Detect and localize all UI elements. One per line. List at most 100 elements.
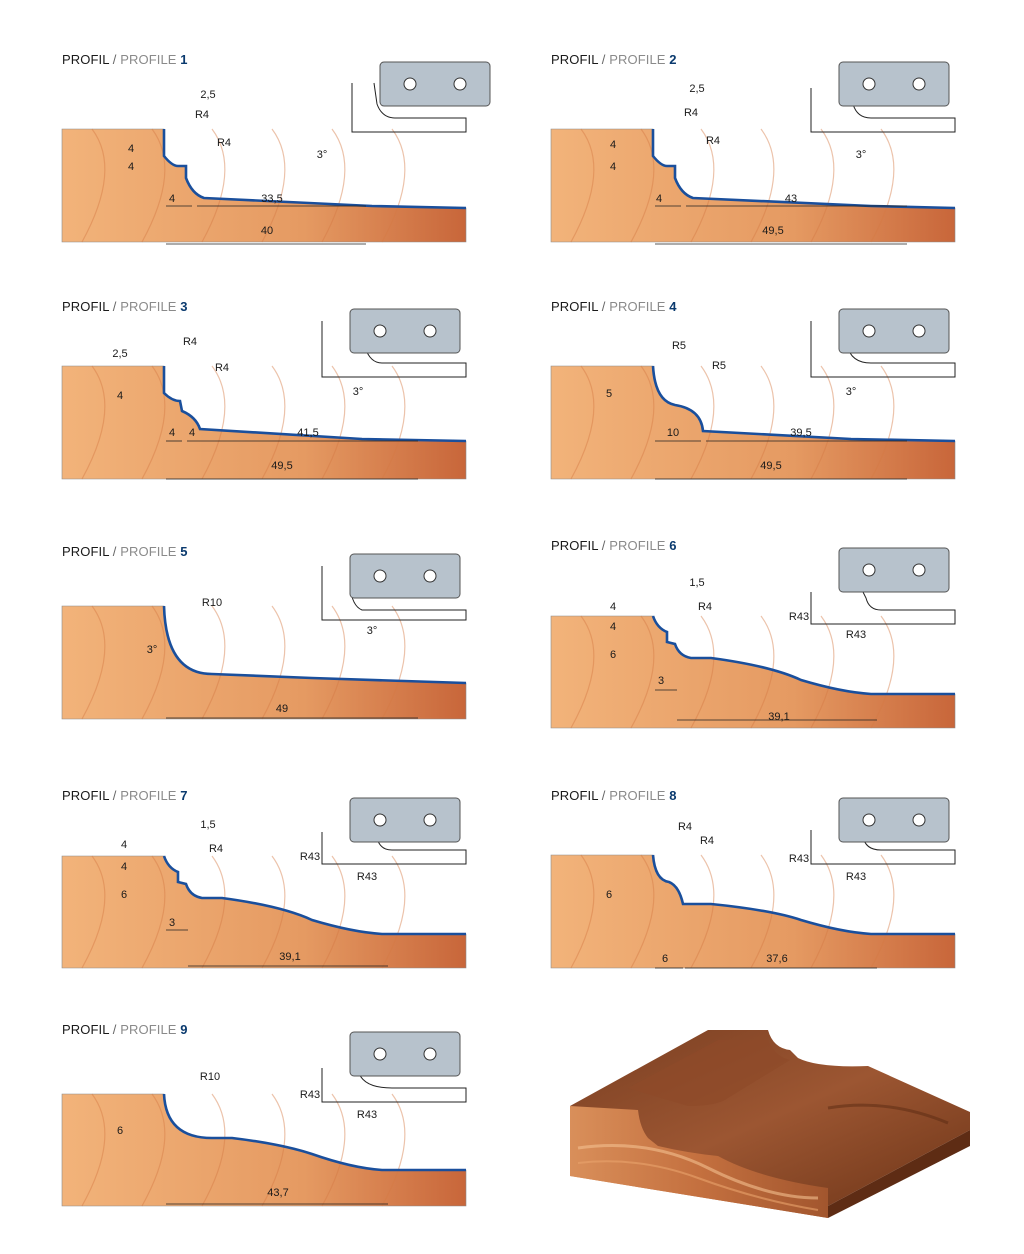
cutter-screw-icon xyxy=(403,77,417,91)
profile-number: 7 xyxy=(180,788,188,803)
cutter-screw-icon xyxy=(912,77,926,91)
dimension-label: 3 xyxy=(658,675,664,687)
wood-block xyxy=(61,605,467,720)
cutter-outline xyxy=(351,82,467,133)
wood-grain-line xyxy=(201,128,226,243)
wood-grain-line xyxy=(690,365,715,480)
wood-grain-line xyxy=(141,855,166,969)
wood-grain-line xyxy=(381,1093,406,1207)
dimension-label: R10 xyxy=(202,597,222,609)
wood-grain-line xyxy=(201,365,226,480)
dimension-label: 3 xyxy=(169,917,175,929)
cutter-screw-icon xyxy=(912,324,926,338)
wood-block xyxy=(550,854,956,969)
dimension-label: 40 xyxy=(261,225,273,237)
dimension-label: R4 xyxy=(217,137,231,149)
wood-grain-line xyxy=(690,615,715,729)
dimension-label: 2,5 xyxy=(200,89,215,101)
dimension-label: 6 xyxy=(610,649,616,661)
wood-grain-line xyxy=(201,1093,226,1207)
title-word-1: PROFIL xyxy=(551,788,599,803)
title-word-2: PROFILE xyxy=(609,52,666,67)
cutter-blade xyxy=(379,61,491,107)
wood-panel-illustration xyxy=(570,1030,970,1218)
cutter-outline xyxy=(810,591,956,625)
dimension-label: 5 xyxy=(606,388,612,400)
wood-grain-line xyxy=(321,855,346,969)
wood-grain-line xyxy=(381,605,406,720)
title-word-1: PROFIL xyxy=(62,788,110,803)
wood-grain-line xyxy=(870,365,895,480)
wood-grain-line xyxy=(810,365,835,480)
dimension-label: 1,5 xyxy=(689,577,704,589)
wood-grain-line xyxy=(381,855,406,969)
panel-raised-edge xyxy=(628,1040,790,1106)
profile-number: 9 xyxy=(180,1022,188,1037)
cutter-blade xyxy=(838,61,950,107)
wood-grain-line xyxy=(870,615,895,729)
wood-grain-line xyxy=(141,365,166,480)
panel-grain-1 xyxy=(577,1144,819,1200)
dimension-label: 33,5 xyxy=(261,193,282,205)
dimension-label: 49 xyxy=(276,703,288,715)
profile-title: PROFIL / PROFILE 8 xyxy=(551,788,677,803)
cutter-screw-icon xyxy=(373,569,387,583)
wood-grain-line xyxy=(570,128,595,243)
wood-grain-line xyxy=(261,365,286,480)
dimension-label: 4 xyxy=(169,427,175,439)
wood-grain-line xyxy=(570,365,595,480)
dimension-label: R43 xyxy=(846,629,866,641)
title-word-1: PROFIL xyxy=(551,52,599,67)
cutter-blade xyxy=(349,797,461,843)
dimension-label: 6 xyxy=(662,953,668,965)
wood-grain-line xyxy=(381,128,406,243)
wood-grain-line xyxy=(81,1093,106,1207)
dimension-label: R4 xyxy=(215,362,229,374)
profile-title: PROFIL / PROFILE 1 xyxy=(62,52,188,67)
cutter-screw-icon xyxy=(862,77,876,91)
wood-grain-line xyxy=(630,128,655,243)
title-word-2: PROFILE xyxy=(609,538,666,553)
dimension-label: R4 xyxy=(678,821,692,833)
title-separator: / xyxy=(109,299,121,314)
cutter-blade xyxy=(838,308,950,354)
cutter-screw-icon xyxy=(423,813,437,827)
title-word-1: PROFIL xyxy=(551,299,599,314)
cutter-blade xyxy=(349,308,461,354)
cutter-screw-icon xyxy=(373,813,387,827)
cutter-screw-icon xyxy=(423,1047,437,1061)
dimension-label: 4 xyxy=(610,139,616,151)
profile-edge-line xyxy=(651,129,956,210)
title-separator: / xyxy=(109,544,121,559)
wood-grain-line xyxy=(261,605,286,720)
cutter-screw-icon xyxy=(453,77,467,91)
dimension-label: 3° xyxy=(317,149,328,161)
dimension-label: R4 xyxy=(209,843,223,855)
title-word-2: PROFILE xyxy=(120,788,177,803)
dimension-label: R43 xyxy=(789,853,809,865)
title-separator: / xyxy=(598,299,610,314)
dimension-label: 41,5 xyxy=(297,427,318,439)
title-separator: / xyxy=(109,788,121,803)
dimension-label: 6 xyxy=(121,889,127,901)
wood-grain-line xyxy=(321,1093,346,1207)
dimension-label: 4 xyxy=(169,193,175,205)
dimension-label: 39,1 xyxy=(279,951,300,963)
cutter-screw-icon xyxy=(912,563,926,577)
dimension-label: 4 xyxy=(121,861,127,873)
cutter-screw-icon xyxy=(862,563,876,577)
